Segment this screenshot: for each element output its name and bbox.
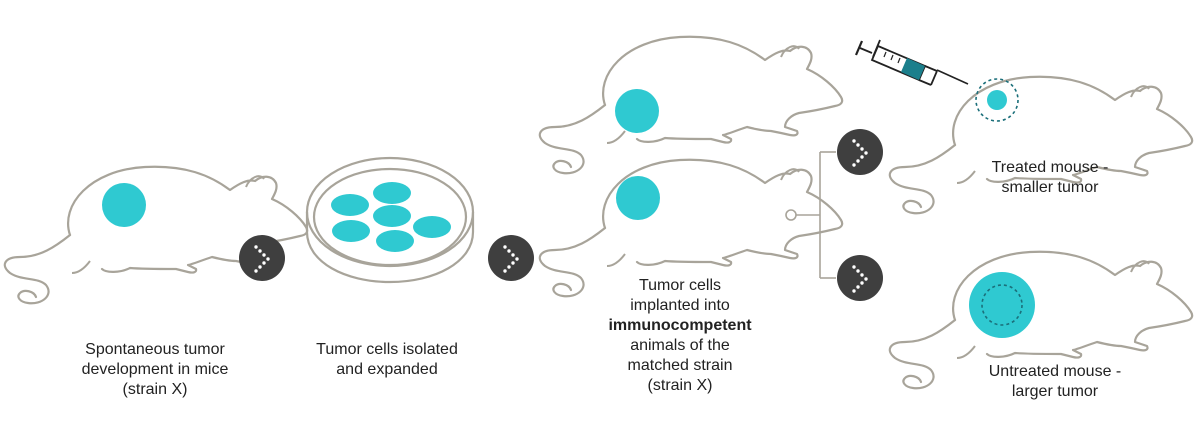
chevron-right-icon: [239, 235, 285, 281]
caption-line: larger tumor: [1011, 383, 1099, 400]
caption-line: animals of the: [630, 337, 730, 354]
caption-line: and expanded: [336, 361, 438, 378]
tumor-spot: [616, 176, 660, 220]
caption-isolated: Tumor cells isolated and expanded: [282, 340, 492, 380]
caption-line: Tumor cells isolated: [316, 341, 458, 358]
petri-dish-icon: [305, 156, 475, 284]
tumor-spot: [969, 272, 1035, 338]
caption-implanted: Tumor cells implanted into immunocompete…: [580, 276, 780, 396]
caption-line: smaller tumor: [1001, 179, 1099, 196]
branch-connector: [785, 151, 836, 279]
caption-line: immunocompetent: [580, 316, 780, 336]
tumor-spot: [987, 90, 1007, 110]
caption-emphasis: immunocompetent: [608, 317, 752, 334]
dashed-ring: [975, 78, 1019, 122]
chevron-right-icon: [837, 129, 883, 175]
caption-line: matched strain: [627, 357, 733, 374]
caption-spontaneous: Spontaneous tumor development in mice (s…: [50, 340, 260, 400]
caption-line: Treated mouse -: [991, 159, 1109, 176]
caption-line: (strain X): [122, 381, 188, 398]
dashed-ring: [981, 284, 1023, 326]
caption-line: Tumor cells: [638, 277, 722, 294]
caption-line: (strain X): [647, 377, 713, 394]
caption-line: development in mice: [81, 361, 229, 378]
caption-line: Spontaneous tumor: [85, 341, 225, 358]
chevron-right-icon: [488, 235, 534, 281]
tumor-spot: [102, 183, 146, 227]
chevron-right-icon: [837, 255, 883, 301]
mouse-icon: [538, 35, 844, 175]
caption-line: implanted into: [630, 297, 730, 314]
caption-untreated: Untreated mouse - larger tumor: [955, 362, 1155, 402]
caption-treated: Treated mouse - smaller tumor: [950, 158, 1150, 198]
tumor-spot: [615, 89, 659, 133]
syringe-icon: [854, 39, 969, 86]
caption-line: Untreated mouse -: [988, 363, 1122, 380]
